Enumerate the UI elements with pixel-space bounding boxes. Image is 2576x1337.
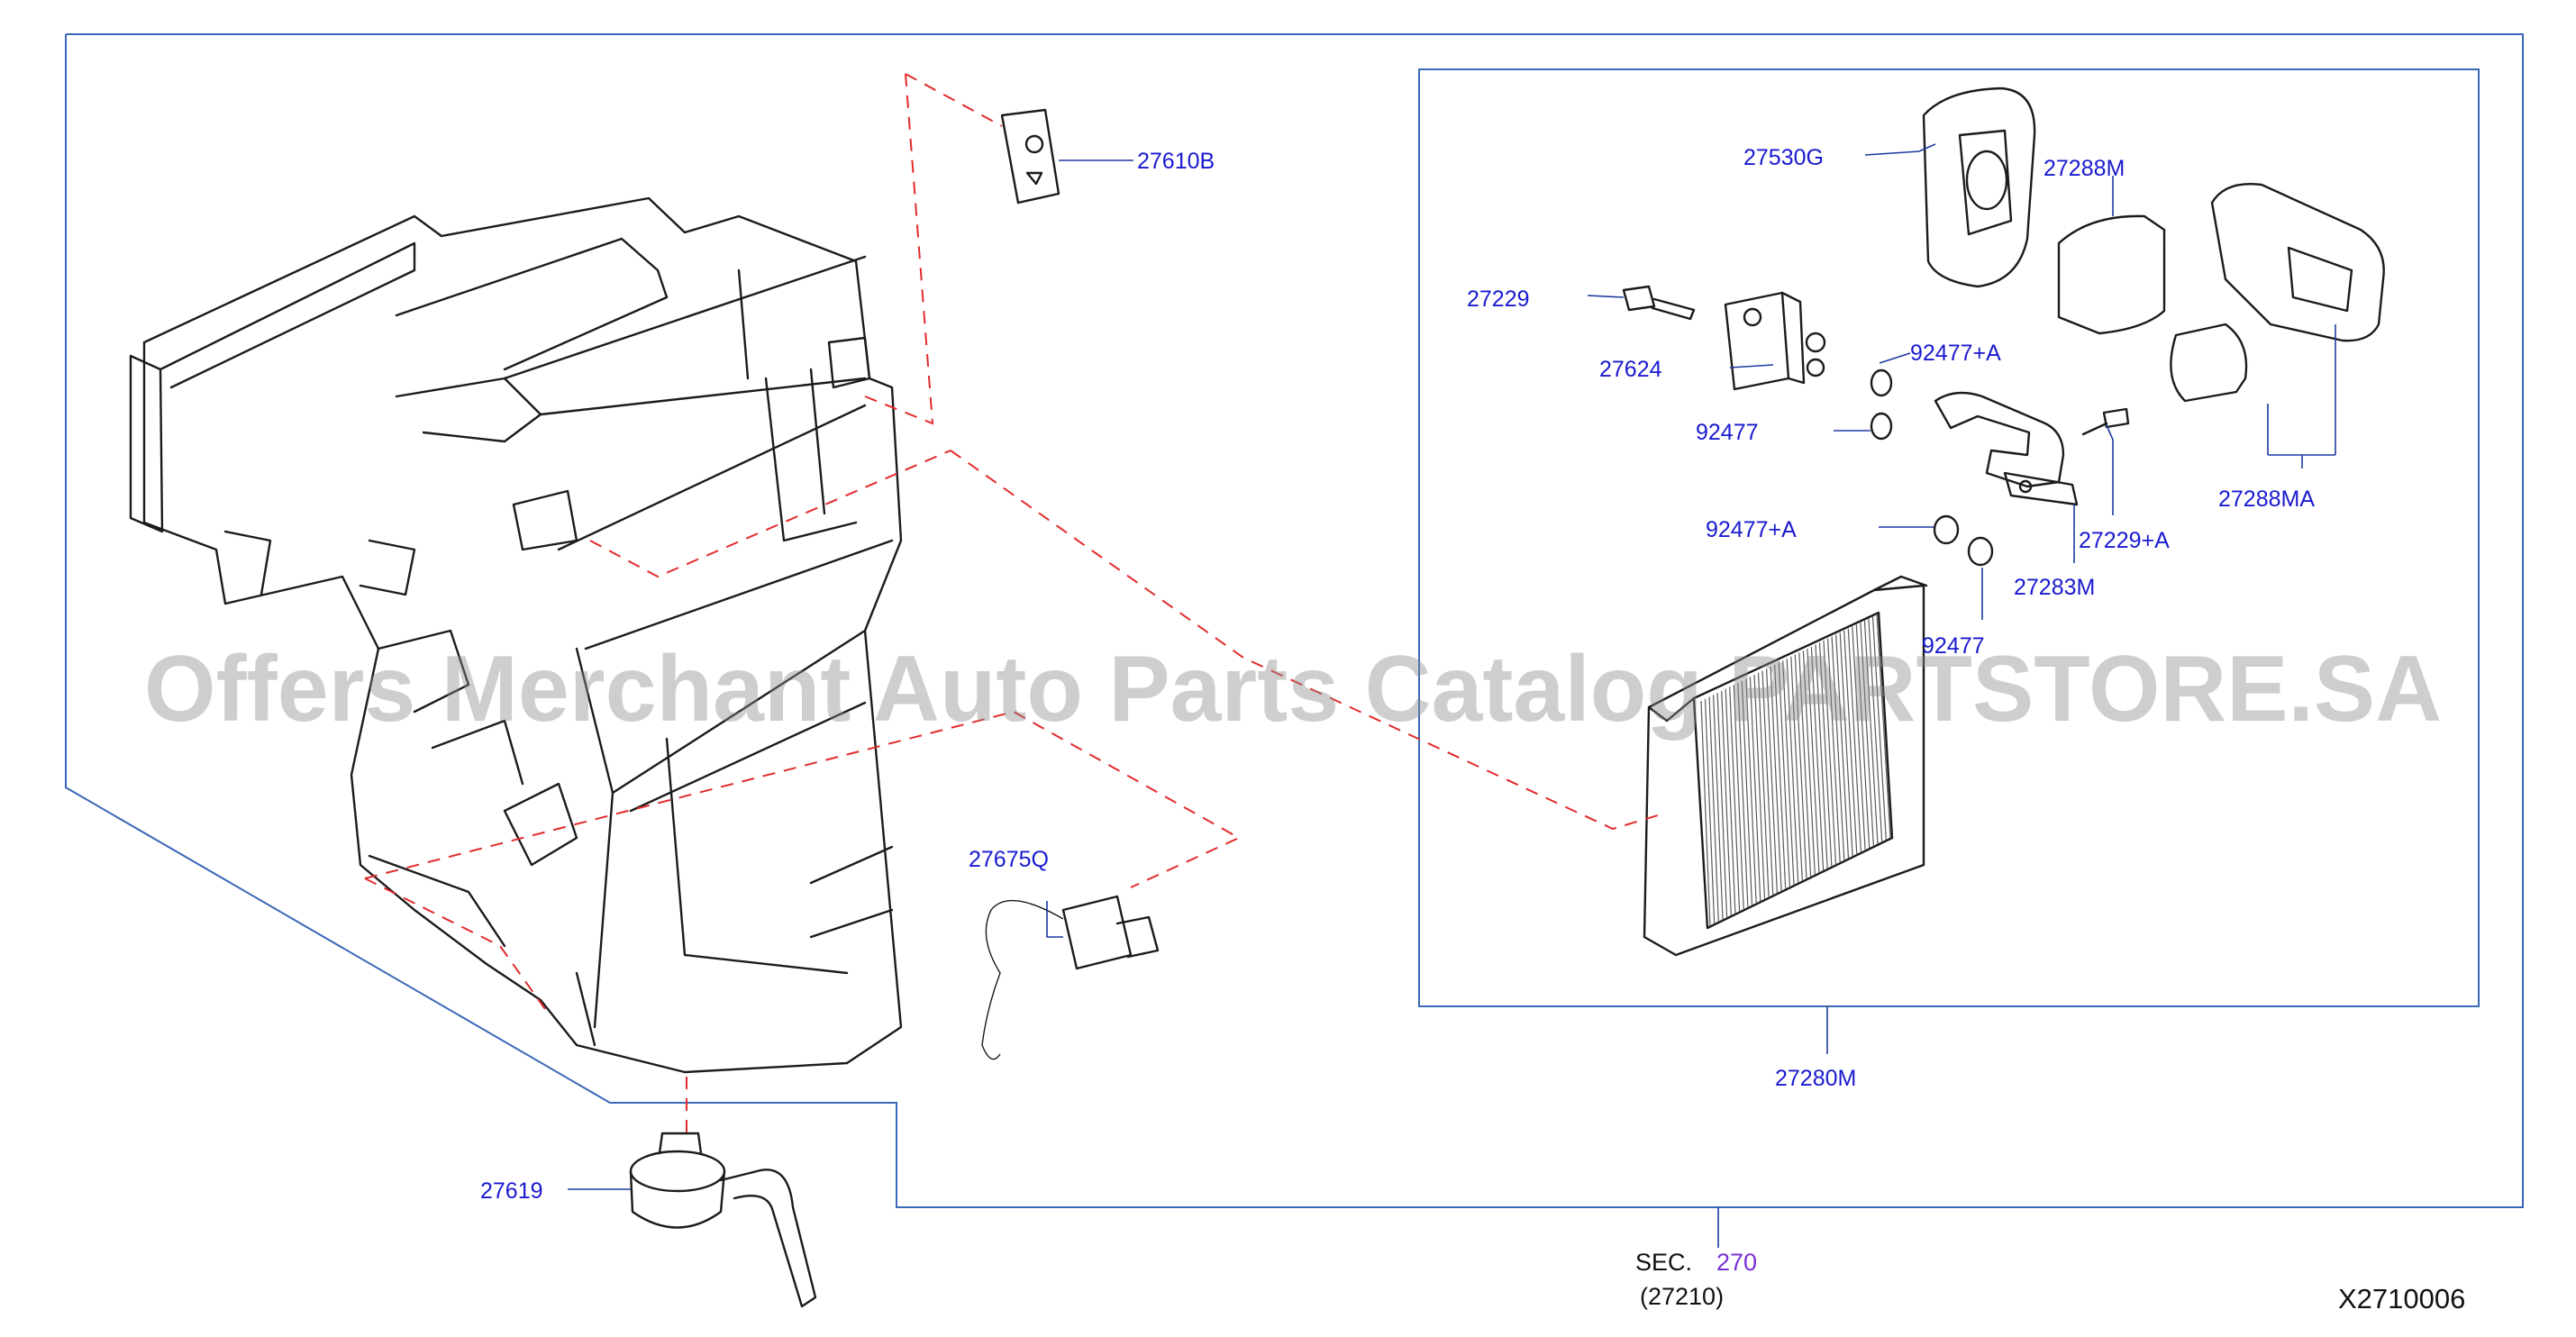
evaporator-fin xyxy=(1761,670,1774,896)
section-reference: SEC. 270 (27210) xyxy=(1635,1249,1757,1310)
evaporator-fin xyxy=(1868,618,1883,842)
evaporator-fin xyxy=(1737,682,1749,908)
callout-92477-left[interactable]: 92477 xyxy=(1696,420,1759,445)
evaporator-fin xyxy=(1871,616,1887,841)
evaporator-fin xyxy=(1716,693,1728,918)
evaporator-fin xyxy=(1729,687,1741,913)
callout-27619[interactable]: 27619 xyxy=(480,1178,543,1204)
evaporator-fin xyxy=(1818,642,1833,867)
evaporator-subassembly-box xyxy=(1418,68,2480,1007)
callout-27280M[interactable]: 27280M xyxy=(1775,1066,1856,1091)
sensor-27675Q xyxy=(981,895,1160,1060)
evaporator-fin xyxy=(1770,666,1782,892)
diagram-code: X2710006 xyxy=(2338,1283,2465,1314)
evaporator-fins xyxy=(1700,614,1891,927)
evaporator-fin xyxy=(1807,648,1820,873)
evaporator-fin xyxy=(1823,640,1837,865)
evaporator-fin xyxy=(1774,664,1787,890)
evaporator-fin xyxy=(1794,654,1807,879)
evaporator-fin xyxy=(1860,622,1874,847)
callout-92477+A-top[interactable]: 92477+A xyxy=(1910,341,2001,366)
evaporator-fin xyxy=(1782,660,1795,886)
evaporator-fin xyxy=(1725,688,1736,914)
evaporator-fin xyxy=(1810,646,1825,871)
callout-27530G[interactable]: 27530G xyxy=(1743,145,1824,170)
aspirator-27619 xyxy=(629,1132,817,1308)
expansion-valve-27624 xyxy=(1724,291,1826,391)
section-sub: (27210) xyxy=(1640,1283,1724,1310)
dashed-guides xyxy=(364,73,1659,1137)
leader-lines xyxy=(568,143,2336,1248)
evaporator-fin xyxy=(1704,698,1716,924)
insulator-set-27288MA xyxy=(2170,183,2385,403)
callout-27288M[interactable]: 27288M xyxy=(2044,156,2125,181)
callout-92477+A-mid[interactable]: 92477+A xyxy=(1706,517,1797,542)
evaporator-fin xyxy=(1721,690,1732,916)
callout-92477-right[interactable]: 92477 xyxy=(1922,633,1985,659)
evaporator-fin xyxy=(1745,678,1757,904)
callout-27288MA[interactable]: 27288MA xyxy=(2218,487,2315,512)
section-prefix: SEC. xyxy=(1635,1249,1692,1276)
evaporator-fin xyxy=(1708,696,1719,923)
evaporator-fin xyxy=(1802,650,1816,876)
o-rings xyxy=(1870,368,1994,567)
evaporator-fin xyxy=(1741,680,1753,906)
evaporator-fin xyxy=(1753,674,1766,900)
evaporator-fin xyxy=(1700,700,1711,927)
callout-27610B[interactable]: 27610B xyxy=(1137,149,1215,174)
cooling-unit-housing xyxy=(129,196,903,1074)
evaporator-fin xyxy=(1733,685,1744,910)
callout-27675Q[interactable]: 27675Q xyxy=(969,847,1049,872)
bolt-27229+A xyxy=(2081,407,2130,436)
bolt-27229 xyxy=(1622,285,1696,321)
evaporator-core xyxy=(1643,575,1928,957)
insulator-27288M xyxy=(2057,214,2166,335)
evaporator-fin xyxy=(1876,614,1891,839)
evaporator-fin xyxy=(1778,662,1790,887)
evaporator-fin xyxy=(1835,634,1850,859)
assembly-frame xyxy=(65,33,2524,1208)
evaporator-fin xyxy=(1863,620,1879,844)
evaporator-fin xyxy=(1757,672,1770,898)
callout-27229[interactable]: 27229 xyxy=(1467,286,1530,312)
evaporator-fin xyxy=(1790,656,1803,881)
evaporator-fin xyxy=(1766,668,1778,894)
callout-labels: 27610B 27530G 27288M 27229 27624 92477+A… xyxy=(480,145,2315,1204)
evaporator-fin xyxy=(1843,630,1858,855)
pipe-27283M xyxy=(1934,391,2079,506)
bracket-27610B xyxy=(1000,108,1060,205)
evaporator-fin xyxy=(1827,638,1841,863)
evaporator-fin xyxy=(1852,626,1866,850)
callout-27229+A[interactable]: 27229+A xyxy=(2079,528,2170,553)
callout-27624[interactable]: 27624 xyxy=(1599,357,1662,382)
watermark-text: Offers Merchant Auto Parts Catalog PARTS… xyxy=(144,637,2442,741)
seal-27530G xyxy=(1922,86,2036,288)
evaporator-fin xyxy=(1855,624,1871,849)
evaporator-fin xyxy=(1713,695,1724,921)
evaporator-fin xyxy=(1749,677,1761,902)
evaporator-fin xyxy=(1831,636,1845,861)
evaporator-fin xyxy=(1839,632,1853,857)
callout-27283M[interactable]: 27283M xyxy=(2014,575,2095,600)
evaporator-fin xyxy=(1798,652,1812,878)
evaporator-fin xyxy=(1847,628,1861,853)
section-link-270[interactable]: 270 xyxy=(1716,1249,1757,1276)
evaporator-fin xyxy=(1815,644,1828,869)
evaporator-fin xyxy=(1786,659,1799,884)
